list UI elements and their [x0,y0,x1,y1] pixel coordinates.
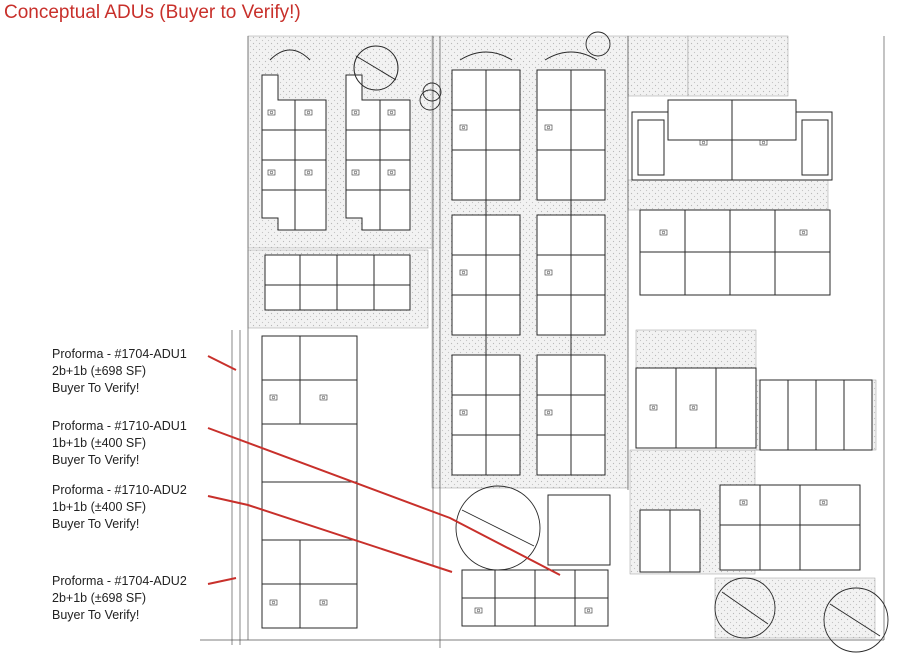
annotation-name: Proforma - #1710-ADU1 [52,419,187,433]
building-left-mid [264,254,411,311]
leader-1704-adu2 [207,577,237,585]
leader-lines [207,355,561,585]
annotation-1704-adu1: Proforma - #1704-ADU1 2b+1b (±698 SF) Bu… [52,346,187,397]
annotation-size: 1b+1b (±400 SF) [52,500,147,514]
adu-1710-building [461,494,611,627]
annotation-name: Proforma - #1710-ADU2 [52,483,187,497]
annotation-1710-adu2: Proforma - #1710-ADU2 1b+1b (±400 SF) Bu… [52,482,187,533]
leader-1710-adu1 [207,427,561,576]
building-right-mid [635,209,873,451]
annotation-note: Buyer To Verify! [52,608,140,622]
building-left-top-b [345,45,411,231]
leader-1710-adu2 [207,495,453,573]
building-right-top [631,99,833,181]
building-left-top-a [261,49,327,231]
annotation-1710-adu1: Proforma - #1710-ADU1 1b+1b (±400 SF) Bu… [52,418,187,469]
annotation-note: Buyer To Verify! [52,517,140,531]
annotation-note: Buyer To Verify! [52,453,140,467]
annotation-note: Buyer To Verify! [52,381,140,395]
building-center-columns [451,51,606,476]
annotation-size: 1b+1b (±400 SF) [52,436,147,450]
annotation-name: Proforma - #1704-ADU1 [52,347,187,361]
annotation-size: 2b+1b (±698 SF) [52,591,147,605]
adu-1704-building [261,335,358,629]
annotation-size: 2b+1b (±698 SF) [52,364,147,378]
page-title: Conceptual ADUs (Buyer to Verify!) [4,2,301,23]
building-right-lower [639,484,861,573]
leader-1704-adu1 [207,355,237,371]
annotation-1704-adu2: Proforma - #1704-ADU2 2b+1b (±698 SF) Bu… [52,573,187,624]
annotation-name: Proforma - #1704-ADU2 [52,574,187,588]
grid-lines [200,36,885,648]
